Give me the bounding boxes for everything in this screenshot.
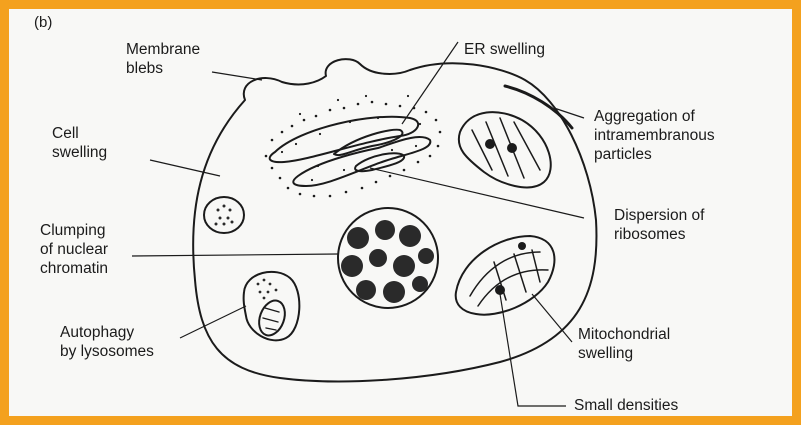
leader-membrane-blebs xyxy=(212,72,262,80)
label-line: of nuclear xyxy=(40,240,108,259)
small-vesicle xyxy=(204,197,244,233)
label-line: intramembranous xyxy=(594,126,715,145)
vesicle-stipple xyxy=(215,205,234,226)
label-line: particles xyxy=(594,145,715,164)
label-line: Aggregation of xyxy=(594,107,715,126)
label-autophagy: Autophagy by lysosomes xyxy=(60,323,154,361)
leader-autophagy xyxy=(180,306,246,338)
label-mitochondrial: Mitochondrial swelling xyxy=(578,325,670,363)
label-clumping: Clumping of nuclear chromatin xyxy=(40,221,108,278)
label-aggregation: Aggregation of intramembranous particles xyxy=(594,107,715,164)
cell-membrane xyxy=(193,59,596,381)
mitochondrion-upper xyxy=(459,112,551,187)
leader-er-swelling xyxy=(402,42,458,124)
chromatin-clumps xyxy=(341,220,434,303)
autophagy-stipple xyxy=(257,279,278,300)
label-line: Autophagy xyxy=(60,323,154,342)
label-line: Clumping xyxy=(40,221,108,240)
label-line: by lysosomes xyxy=(60,342,154,361)
label-line: Mitochondrial xyxy=(578,325,670,344)
label-line: Cell xyxy=(52,124,107,143)
label-small-densities: Small densities xyxy=(574,396,678,415)
label-line: Membrane xyxy=(126,40,200,59)
autophagic-vacuole xyxy=(244,272,300,340)
figure-letter: (b) xyxy=(34,13,52,32)
label-line: swelling xyxy=(52,143,107,162)
label-line: swelling xyxy=(578,344,670,363)
leader-mitochondrial xyxy=(532,294,572,342)
label-line: blebs xyxy=(126,59,200,78)
label-cell-swelling: Cell swelling xyxy=(52,124,107,162)
label-membrane-blebs: Membrane blebs xyxy=(126,40,200,78)
label-dispersion: Dispersion of ribosomes xyxy=(614,206,704,244)
leader-clumping xyxy=(132,254,338,256)
label-line: Dispersion of xyxy=(614,206,704,225)
leader-cell-swelling xyxy=(150,160,220,176)
autophagy-mitochondrion xyxy=(255,297,290,339)
aggregation-membrane xyxy=(505,86,572,128)
label-line: chromatin xyxy=(40,259,108,278)
label-line: ribosomes xyxy=(614,225,704,244)
label-er-swelling: ER swelling xyxy=(464,40,545,59)
